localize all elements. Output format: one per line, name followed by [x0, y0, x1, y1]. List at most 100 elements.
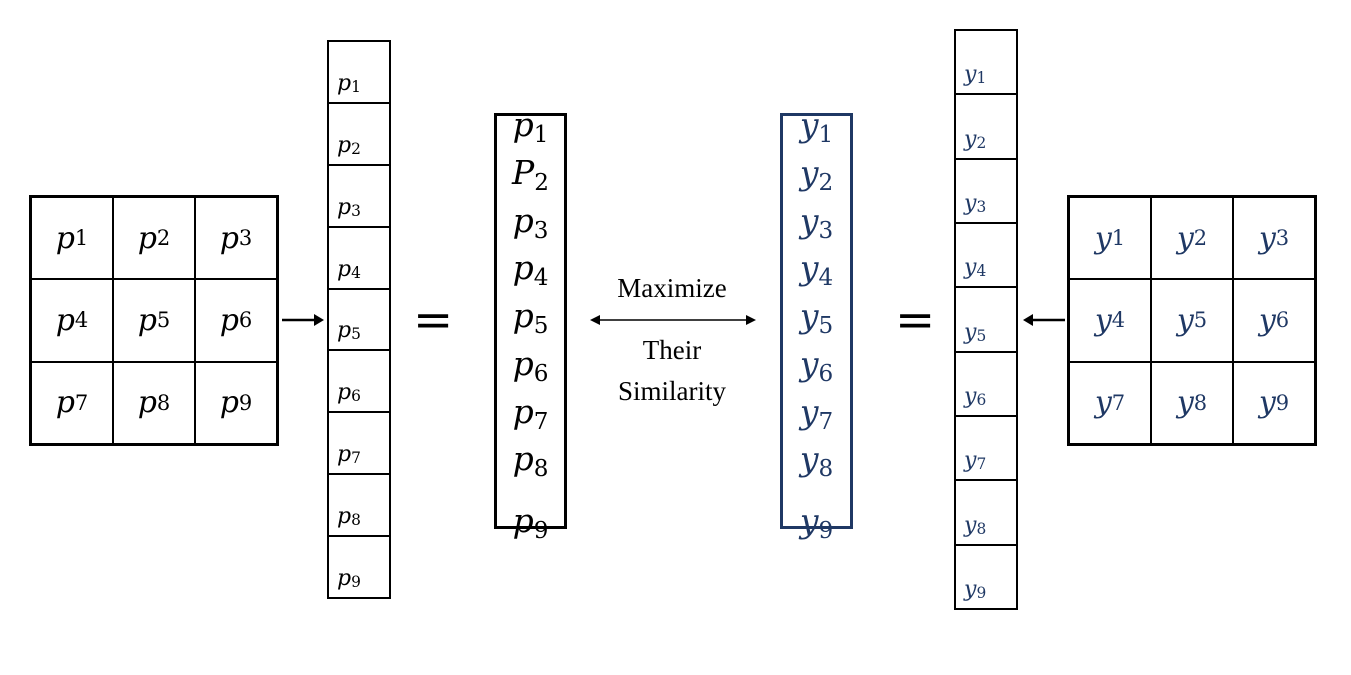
subscript: 9: [238, 390, 253, 415]
subscript: 3: [351, 201, 361, 220]
subscript: 3: [238, 226, 253, 251]
variable: p: [337, 70, 352, 96]
p-vector-cell: P2: [512, 147, 549, 209]
subscript: 5: [818, 312, 834, 339]
variable: y: [1176, 220, 1194, 256]
variable: P: [512, 152, 535, 192]
subscript: 1: [976, 69, 987, 88]
variable: y: [1176, 302, 1194, 338]
variable: y: [1258, 302, 1276, 338]
variable: y: [964, 383, 977, 409]
variable: y: [964, 448, 977, 474]
variable: p: [512, 296, 534, 336]
variable: p: [512, 105, 534, 144]
subscript: 5: [533, 312, 549, 339]
subscript: 7: [976, 455, 987, 474]
subscript: 8: [533, 456, 549, 483]
variable: y: [799, 248, 819, 288]
y-vector-cell: y8: [800, 433, 833, 495]
variable: y: [964, 255, 977, 281]
subscript: 2: [156, 226, 171, 251]
variable: p: [337, 194, 352, 220]
subscript: 7: [1111, 390, 1126, 415]
subscript: 9: [351, 573, 361, 592]
left-arrow-icon: [1023, 314, 1065, 326]
subscript: 6: [238, 308, 253, 333]
subscript: 4: [818, 265, 834, 292]
maximize-label: Maximize: [617, 273, 727, 303]
variable: p: [55, 302, 75, 338]
variable: p: [337, 318, 352, 344]
subscript: 4: [351, 263, 361, 282]
their-label: Their: [642, 335, 702, 365]
subscript: 9: [1275, 390, 1290, 415]
variable: p: [337, 504, 352, 530]
variable: y: [964, 512, 977, 538]
subscript: 1: [1111, 226, 1126, 251]
subscript: 8: [818, 456, 834, 483]
variable: y: [964, 576, 977, 602]
y-vector-cell: y2: [800, 147, 833, 209]
equals-sign-left: =: [413, 292, 454, 348]
y-vector-cell: y4: [800, 242, 833, 304]
subscript: 5: [156, 308, 171, 333]
variable: p: [337, 442, 352, 468]
subscript: 6: [818, 360, 834, 387]
subscript: 6: [1275, 308, 1290, 333]
variable: y: [799, 391, 819, 431]
variable: p: [512, 501, 534, 541]
variable: p: [55, 385, 75, 421]
subscript: 8: [351, 511, 361, 530]
variable: y: [964, 126, 977, 152]
p-vector-cell: p4: [513, 242, 549, 304]
subscript: 1: [818, 121, 834, 148]
subscript: 5: [351, 325, 361, 344]
subscript: 4: [74, 308, 89, 333]
subscript: 4: [533, 265, 549, 292]
subscript: 7: [351, 449, 361, 468]
subscript: 1: [533, 121, 549, 148]
subscript: 9: [818, 517, 834, 544]
variable: y: [799, 439, 819, 479]
subscript: 7: [818, 408, 834, 435]
variable: p: [137, 220, 157, 256]
p-vector-cell: p5: [513, 290, 549, 352]
subscript: 3: [976, 197, 987, 216]
variable: y: [964, 62, 977, 88]
subscript: 2: [534, 169, 549, 196]
variable: p: [219, 385, 239, 421]
y-vector-cell: y7: [800, 386, 833, 448]
similarity-label: Similarity: [618, 376, 726, 406]
variable: y: [1176, 385, 1194, 421]
subscript: 3: [533, 217, 549, 244]
variable: p: [219, 302, 239, 338]
variable: p: [219, 220, 239, 256]
variable: y: [1094, 385, 1112, 421]
subscript: 4: [1111, 308, 1126, 333]
